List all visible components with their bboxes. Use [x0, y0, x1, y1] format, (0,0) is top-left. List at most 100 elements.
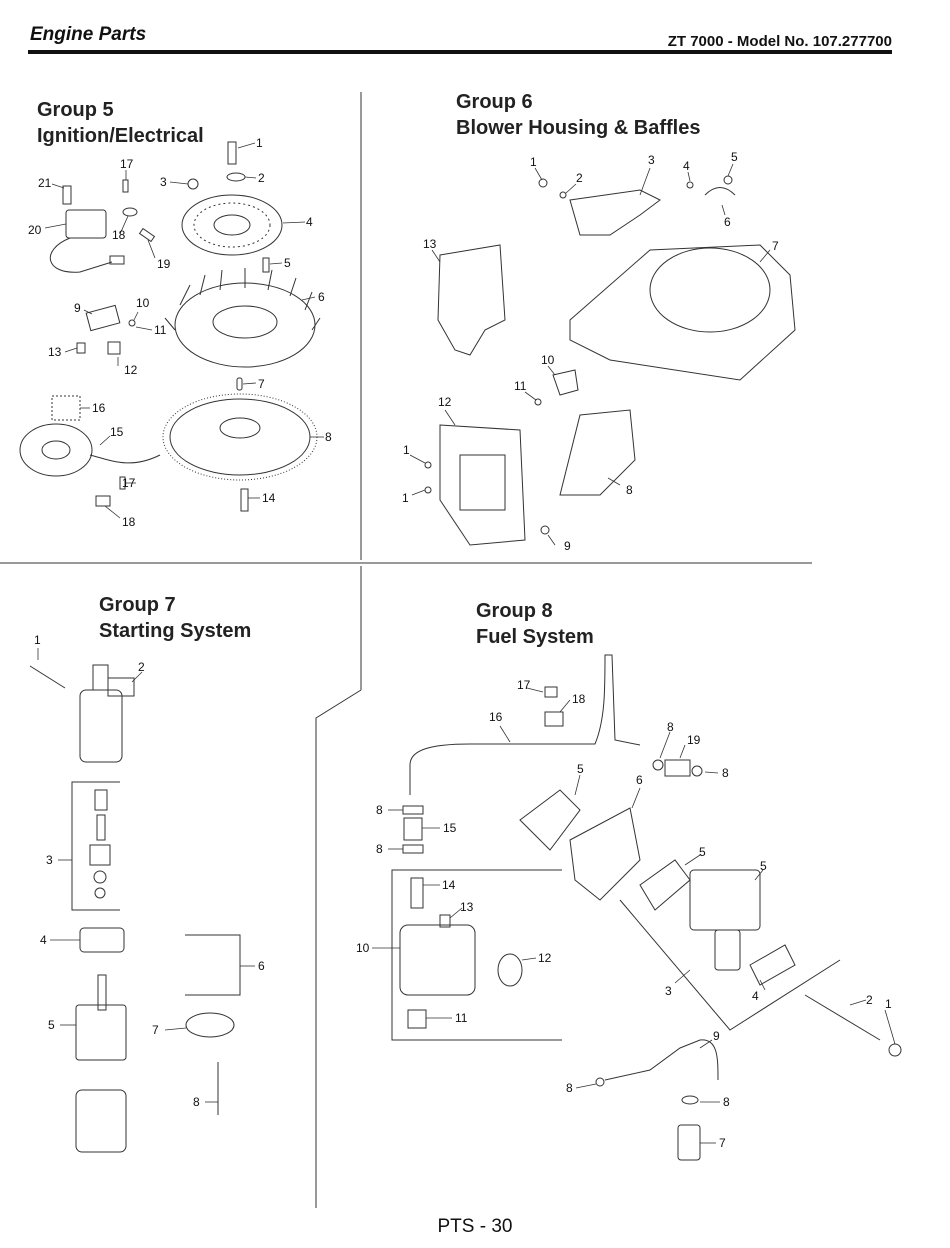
group-5-name: Ignition/Electrical [37, 125, 204, 147]
g6-clamp-6 [704, 187, 736, 196]
g5-part-12 [107, 341, 121, 355]
g6-label-1: 1 [530, 155, 537, 169]
g6-bracket-3 [569, 189, 661, 236]
g5-label-15: 15 [110, 425, 124, 439]
g5-fan-outer [174, 282, 316, 368]
g7-label-5: 5 [48, 1018, 55, 1032]
g6-screw-1c [424, 486, 432, 494]
g8-pump-box [391, 869, 562, 1041]
g5-label-5: 5 [284, 256, 291, 270]
group-6-number: Group 6 [456, 91, 533, 113]
g5-stator-center [41, 440, 71, 460]
g7-pinion-cap [94, 789, 108, 811]
g5-washer [226, 172, 246, 182]
g8-fuel-line-16 [409, 654, 641, 795]
g8-clamp-8d [402, 844, 424, 854]
g5-screw-21 [62, 185, 72, 205]
page-number: PTS - 30 [437, 1216, 513, 1237]
g7-starter-pinion [92, 664, 109, 691]
g7-end-cap-4 [79, 927, 125, 953]
g6-screw-4 [686, 181, 694, 189]
g8-clamp-18 [544, 711, 564, 727]
g6-clip-10 [552, 369, 579, 396]
g6-label-1b: 1 [403, 443, 410, 457]
g8-label-8c: 8 [376, 803, 383, 817]
group-6-name: Blower Housing & Baffles [456, 117, 701, 139]
g6-label-6: 6 [724, 215, 731, 229]
g8-spacer-6 [569, 807, 641, 901]
g7-brush-box-6 [185, 934, 241, 996]
g7-armature-shaft [97, 974, 107, 1011]
g8-label-11: 11 [455, 1011, 468, 1025]
g8-label-8f: 8 [723, 1095, 730, 1109]
g8-label-18: 18 [572, 692, 586, 706]
group-8-callouts: 17 18 16 8 19 8 5 6 8 15 8 5 5 14 13 10 … [356, 678, 892, 1150]
g8-assembly-bracket [619, 899, 841, 1031]
group-5-title: Group 5 Ignition/Electrical [37, 97, 204, 149]
group-6-callouts: 1 2 3 4 5 6 7 13 10 11 12 1 1 8 9 [402, 150, 779, 553]
group-8-number: Group 8 [476, 600, 553, 622]
group-6-parts [424, 175, 796, 546]
g6-label-7: 7 [772, 239, 779, 253]
g8-elbow-11 [407, 1009, 427, 1029]
g5-label-11: 11 [154, 323, 167, 337]
g6-label-10: 10 [541, 353, 555, 367]
g8-label-4: 4 [752, 989, 759, 1003]
g5-label-13: 13 [48, 345, 62, 359]
g8-label-12: 12 [538, 951, 552, 965]
group-5-parts [19, 141, 321, 512]
g7-label-4: 4 [40, 933, 47, 947]
g5-fan-hub [212, 305, 278, 339]
g8-gasket-12 [497, 953, 523, 987]
g6-blower-housing [569, 244, 796, 381]
g5-label-17: 17 [120, 157, 134, 171]
g7-nut [94, 887, 106, 899]
g5-nut [187, 178, 199, 190]
g8-clamp-8e [595, 1077, 605, 1087]
group-7-callouts: 1 2 3 4 5 6 7 8 [34, 633, 265, 1109]
g8-label-16: 16 [489, 710, 503, 724]
g6-screw-5 [723, 175, 733, 185]
g7-label-3: 3 [46, 853, 53, 867]
g8-label-6: 6 [636, 773, 643, 787]
g6-baffle-8 [559, 409, 636, 496]
header-rule [28, 50, 892, 54]
g6-baffle-12-opening [459, 454, 506, 511]
g7-label-8: 8 [193, 1095, 200, 1109]
g5-label-18: 18 [112, 228, 126, 242]
g5-ignition-coil [65, 209, 107, 239]
g8-gasket-5b [639, 859, 691, 911]
group-7-number: Group 7 [99, 594, 176, 616]
g5-label-19: 19 [157, 257, 171, 271]
g8-nut-1 [888, 1043, 902, 1057]
g8-label-7: 7 [719, 1136, 726, 1150]
g5-stator-lead [89, 454, 161, 464]
g6-label-13: 13 [423, 237, 437, 251]
g8-fitting-14 [410, 877, 424, 909]
g8-carb-bowl [714, 929, 741, 971]
g6-baffle-12 [439, 424, 526, 546]
g6-label-12: 12 [438, 395, 452, 409]
g5-bolt-14 [240, 488, 249, 512]
g5-label-4: 4 [306, 215, 313, 229]
g6-label-2: 2 [576, 171, 583, 185]
g6-nut-2 [559, 191, 567, 199]
g5-rectifier [85, 304, 121, 332]
g5-screen-inner [213, 214, 251, 236]
g5-screw-11 [128, 319, 136, 327]
g7-bracket-3 [71, 781, 120, 911]
g6-screw-1b [424, 461, 432, 469]
g8-label-5a: 5 [577, 762, 584, 776]
g8-label-3: 3 [665, 984, 672, 998]
g5-label-1: 1 [256, 136, 263, 150]
g8-carburetor-3 [689, 869, 761, 931]
g5-label-8: 8 [325, 430, 332, 444]
g7-washer [93, 870, 107, 884]
g7-bolt-1 [29, 665, 66, 689]
g5-label-6: 6 [318, 290, 325, 304]
g8-fitting-17 [544, 686, 558, 698]
g8-filter-19 [664, 759, 691, 777]
g8-fuel-filter-7 [677, 1124, 701, 1161]
g5-label-21: 21 [38, 176, 52, 190]
